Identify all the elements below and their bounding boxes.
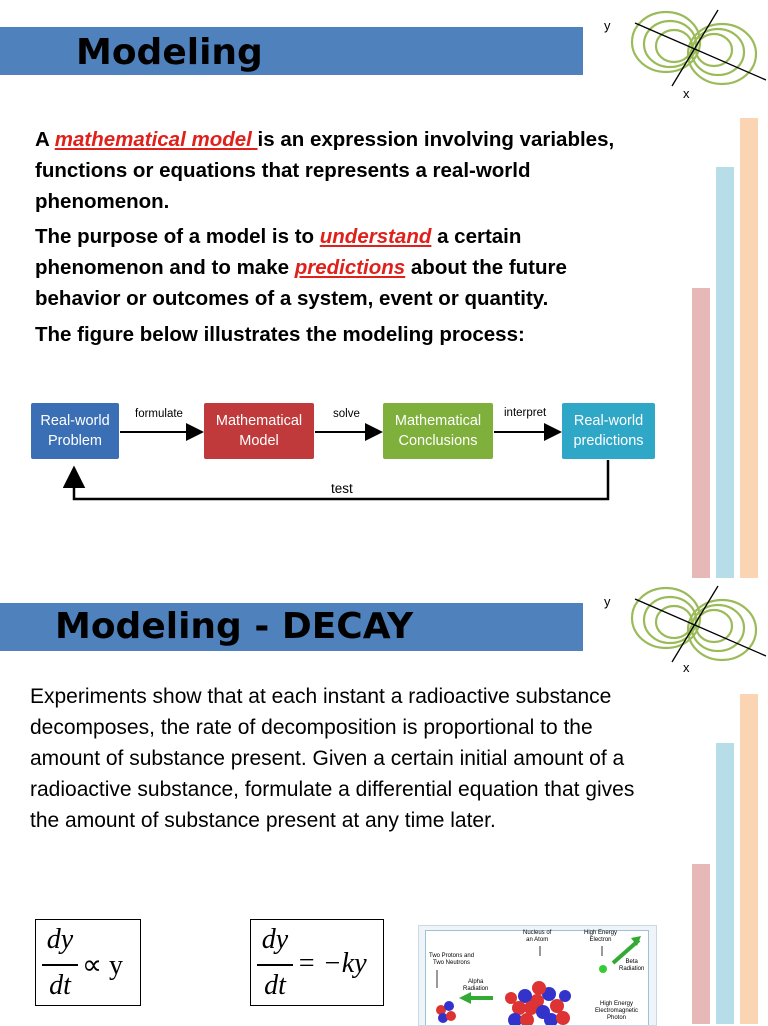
figure-intro: The figure below illustrates the modelin… bbox=[35, 323, 525, 346]
bar-blue bbox=[716, 167, 734, 578]
label-line: Two Protons and bbox=[429, 953, 475, 959]
equation-proportional: dy dt ∝ y bbox=[35, 919, 141, 1006]
swirl-axes-logo: y x bbox=[604, 9, 767, 101]
label-test: test bbox=[331, 481, 353, 496]
label-line: an Atom bbox=[526, 937, 549, 943]
text-run: about the future behavior or outcomes of… bbox=[35, 256, 567, 310]
box-line: Real-world bbox=[573, 413, 644, 429]
slide-title: Modeling - DECAY bbox=[55, 606, 414, 647]
diagram-arrows bbox=[62, 423, 610, 501]
equation-decay: dy dt = −ky bbox=[250, 919, 384, 1006]
label-line: High Energy bbox=[600, 1001, 634, 1007]
term-mathematical-model: mathematical model bbox=[54, 128, 258, 151]
axis-y-label: y bbox=[604, 18, 611, 33]
bar-orange bbox=[740, 694, 758, 1024]
title-bar bbox=[0, 27, 583, 75]
slide-modeling-decay: Modeling - DECAY y x Experiments show th… bbox=[0, 578, 768, 1026]
box-line: Mathematical bbox=[215, 413, 303, 429]
axis-y-label: y bbox=[604, 594, 611, 609]
title-bar bbox=[0, 603, 583, 651]
nucleus-graphic bbox=[436, 936, 641, 1025]
slide-modeling: Modeling y x A mathematical model is an … bbox=[0, 9, 767, 578]
box-line: Mathematical bbox=[394, 413, 482, 429]
text-run: is an expression involving variables, fu… bbox=[35, 128, 615, 213]
eq-rhs: ∝ y bbox=[82, 950, 124, 981]
eq-numerator: dy bbox=[261, 924, 289, 955]
bar-pink bbox=[692, 864, 710, 1024]
text-run: The purpose of a model is to bbox=[35, 225, 320, 248]
label-line: Radiation bbox=[619, 966, 645, 972]
eq-numerator: dy bbox=[46, 924, 74, 955]
fraction-bar bbox=[257, 964, 293, 966]
label-line: Electron bbox=[589, 937, 612, 943]
term-understand: understand bbox=[319, 225, 432, 248]
definition-paragraph: A mathematical model is an expression in… bbox=[35, 124, 635, 217]
label-line: Radiation bbox=[463, 986, 489, 992]
box-line: Model bbox=[239, 433, 279, 449]
label-line: Nucleus of bbox=[523, 930, 552, 936]
eq-denominator: dt bbox=[264, 970, 286, 1001]
eq-rhs: = −ky bbox=[297, 948, 367, 979]
box-real-world-predictions: Real-world predictions bbox=[562, 403, 655, 459]
box-line: Real-world bbox=[40, 413, 110, 429]
axis-x-label: x bbox=[683, 660, 690, 675]
text-run: A bbox=[35, 128, 55, 151]
label-line: Two Neutrons bbox=[433, 960, 471, 966]
axis-x-label: x bbox=[683, 86, 690, 101]
bar-pink bbox=[692, 288, 710, 578]
term-predictions: predictions bbox=[294, 256, 406, 279]
purpose-paragraph: The purpose of a model is to understand … bbox=[35, 221, 635, 314]
label-line: Electromagnetic bbox=[595, 1008, 639, 1014]
bar-orange bbox=[740, 118, 758, 578]
label-formulate: formulate bbox=[135, 408, 183, 420]
label-line: Alpha bbox=[468, 979, 484, 985]
box-line: Conclusions bbox=[398, 433, 478, 449]
arrow-test bbox=[62, 460, 610, 501]
decay-body-text: Experiments show that at each instant a … bbox=[30, 685, 635, 832]
label-solve: solve bbox=[333, 408, 360, 420]
text-run: a certain phenomenon and to make bbox=[35, 225, 522, 279]
label-line: Photon bbox=[607, 1015, 627, 1021]
box-line: Problem bbox=[48, 433, 102, 449]
swirl-axes-logo: y x bbox=[604, 585, 767, 675]
label-line: Beta bbox=[625, 959, 638, 965]
fraction-bar bbox=[42, 964, 78, 966]
slide-title: Modeling bbox=[76, 32, 263, 73]
eq-denominator: dt bbox=[49, 970, 71, 1001]
label-line: High Energy bbox=[584, 930, 618, 936]
box-line: predictions bbox=[573, 433, 644, 449]
label-interpret: interpret bbox=[504, 407, 547, 419]
bar-blue bbox=[716, 743, 734, 1024]
